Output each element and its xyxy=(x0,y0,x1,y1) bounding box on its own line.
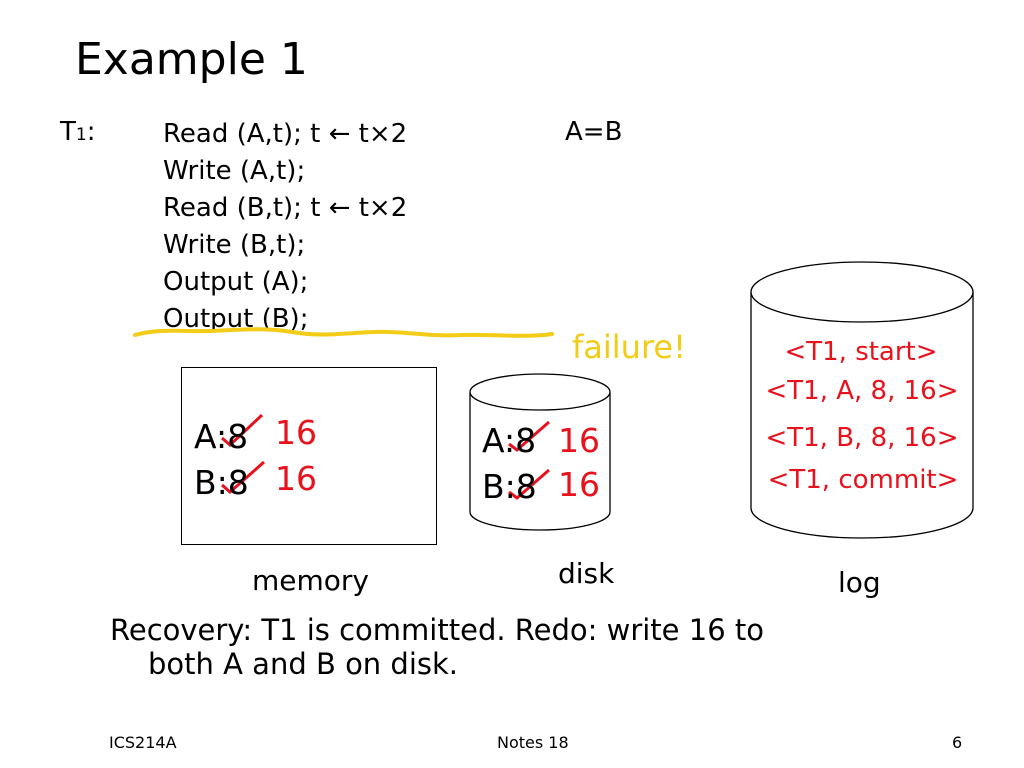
footer-page-number: 6 xyxy=(952,733,963,752)
memory-a-new-value: 16 xyxy=(275,413,317,452)
recovery-line: Recovery: T1 is committed. Redo: write 1… xyxy=(110,613,764,647)
disk-a-new-value: 16 xyxy=(558,421,600,460)
memory-a-old-value: A:8 xyxy=(194,417,249,456)
footer-notes: Notes 18 xyxy=(497,733,569,752)
transaction-label: T1: xyxy=(60,116,95,151)
strike-mark xyxy=(221,413,264,448)
log-entry: <T1, commit> xyxy=(767,465,959,495)
failure-line xyxy=(133,327,554,338)
transaction-steps: Read (A,t); t ← t×2 Write (A,t); Read (B… xyxy=(163,116,407,338)
transaction-step: Write (A,t); xyxy=(163,156,306,186)
transaction-step: Write (B,t); xyxy=(163,230,306,260)
disk-b-new-value: 16 xyxy=(558,465,600,504)
disk-b-old-value: B:8 xyxy=(482,467,537,506)
memory-caption: memory xyxy=(252,564,369,597)
disk-cylinder xyxy=(469,373,611,531)
disk-caption: disk xyxy=(558,557,615,590)
log-entry: <T1, B, 8, 16> xyxy=(765,423,959,453)
memory-box xyxy=(181,367,437,545)
strike-mark xyxy=(508,420,550,452)
log-cylinder xyxy=(750,261,974,539)
transaction-name: T xyxy=(60,117,76,147)
failure-label: failure! xyxy=(572,328,686,366)
transaction-step: Read (B,t); t ← t×2 xyxy=(163,193,408,223)
transaction-subscript: 1 xyxy=(75,125,87,145)
recovery-line: both A and B on disk. xyxy=(148,647,458,681)
log-entry: <T1, start> xyxy=(784,337,938,367)
disk-a-old-value: A:8 xyxy=(482,421,537,460)
strike-mark xyxy=(508,468,550,500)
memory-b-new-value: 16 xyxy=(275,459,317,498)
recovery-note: Recovery: T1 is committed. Redo: write 1… xyxy=(110,613,764,681)
memory-b-old-value: B:8 xyxy=(194,463,249,502)
footer-course: ICS214A xyxy=(109,733,177,752)
transaction-step: Read (A,t); t ← t×2 xyxy=(163,119,408,149)
transaction-step: Output (A); xyxy=(163,267,309,297)
strike-mark xyxy=(221,460,265,494)
transaction-colon: : xyxy=(86,117,96,147)
log-caption: log xyxy=(838,566,881,599)
slide-title: Example 1 xyxy=(75,34,308,85)
log-entry: <T1, A, 8, 16> xyxy=(765,376,959,406)
consistency-constraint: A=B xyxy=(565,117,623,147)
